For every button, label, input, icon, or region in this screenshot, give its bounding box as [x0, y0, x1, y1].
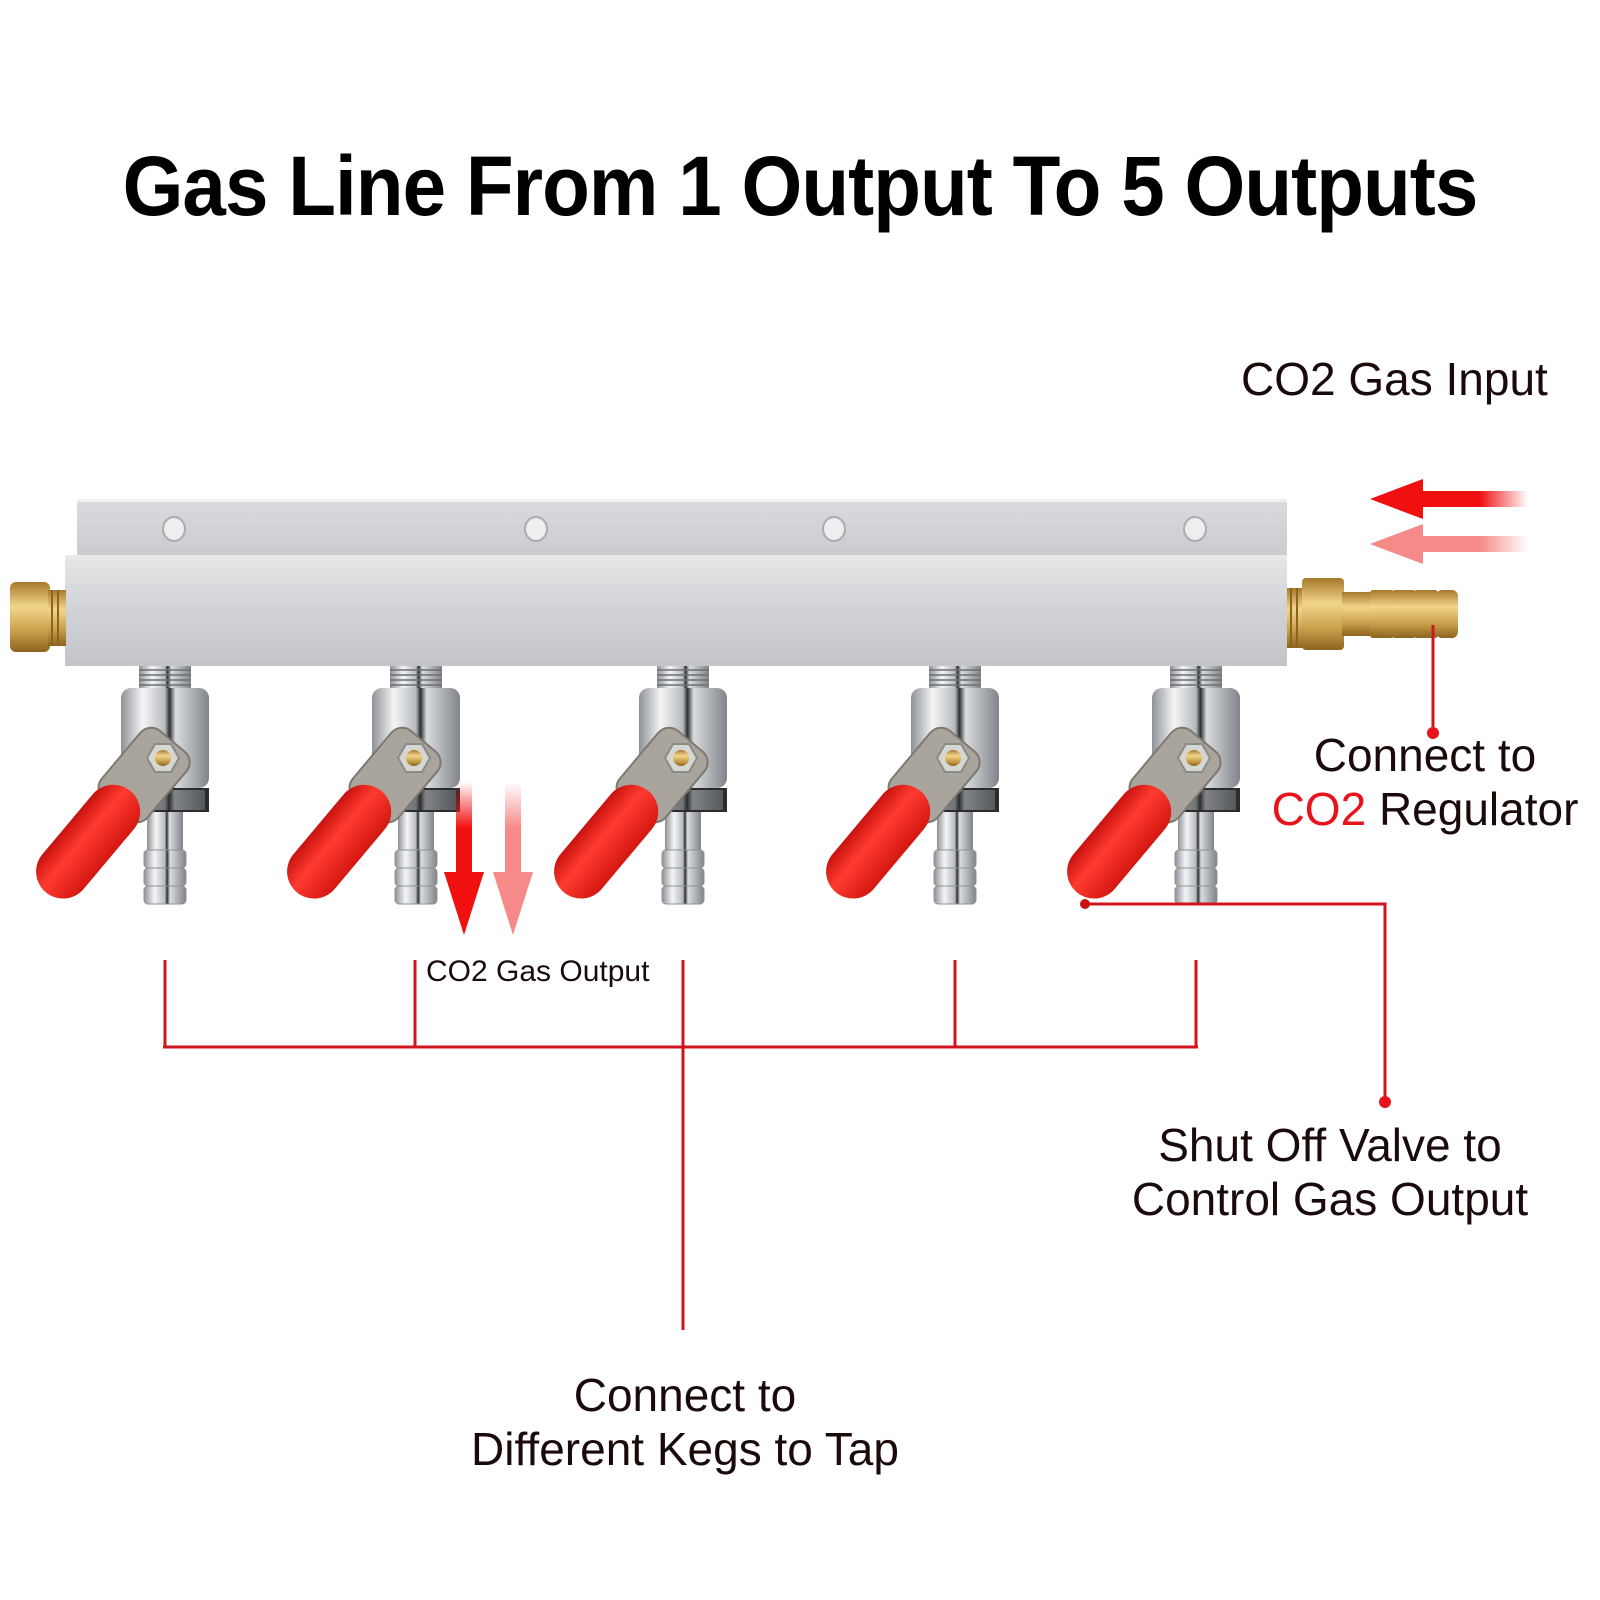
shutoff-valves	[23, 666, 1240, 912]
label-connect-regulator-line1: Connect to	[1313, 729, 1537, 781]
leader-lines	[163, 625, 1435, 1330]
shutoff-valve[interactable]	[1054, 666, 1240, 912]
arrow-left-icon	[1370, 479, 1528, 519]
label-connect-kegs: Connect to Different Kegs to Tap	[440, 1368, 930, 1476]
label-co2-gas-input: CO2 Gas Input	[1241, 353, 1548, 405]
label-kegs-line2: Different Kegs to Tap	[471, 1423, 899, 1475]
brass-stem	[406, 750, 422, 766]
arrow-down-icon	[493, 782, 533, 935]
brass-input-barb	[1287, 578, 1458, 650]
mounting-hole	[1183, 516, 1207, 542]
mounting-hole	[162, 516, 186, 542]
label-connect-regulator: Connect to CO2 Regulator	[1260, 728, 1590, 836]
red-grip[interactable]	[543, 774, 669, 910]
shutoff-valve[interactable]	[541, 666, 727, 912]
red-grip[interactable]	[25, 774, 151, 910]
brass-stem	[945, 750, 961, 766]
shutoff-valve[interactable]	[23, 666, 209, 912]
red-grip[interactable]	[815, 774, 941, 910]
label-shutoff-line2: Control Gas Output	[1131, 1173, 1529, 1225]
leader-dot	[1379, 1096, 1391, 1108]
arrow-down-icon	[444, 782, 484, 935]
red-grip[interactable]	[1056, 774, 1182, 910]
page-title: Gas Line From 1 Output To 5 Outputs	[122, 139, 1479, 233]
label-co2-highlight: CO2	[1271, 783, 1367, 835]
arrow-left-icon	[1370, 524, 1528, 564]
red-grip[interactable]	[276, 774, 402, 910]
label-co2-gas-output: CO2 Gas Output	[426, 955, 650, 988]
leader-dot	[1427, 727, 1439, 739]
mounting-hole	[822, 516, 846, 542]
brass-end-plug	[10, 582, 66, 652]
brass-stem	[673, 750, 689, 766]
mounting-hole	[524, 516, 548, 542]
leader-dot	[1080, 899, 1090, 909]
gas-input-arrows	[1370, 479, 1528, 564]
leader-shutoff	[1085, 902, 1387, 1100]
brass-stem	[155, 750, 171, 766]
shutoff-valve[interactable]	[274, 666, 460, 912]
label-connect-regulator-line2: CO2 Regulator	[1271, 783, 1579, 835]
brass-stem	[1186, 750, 1202, 766]
label-shutoff-valve: Shut Off Valve to Control Gas Output	[1120, 1118, 1540, 1226]
manifold-body	[65, 499, 1287, 666]
manifold-block	[65, 560, 1287, 666]
shutoff-valve[interactable]	[813, 666, 999, 912]
manifold-flange	[77, 499, 1287, 557]
label-shutoff-line1: Shut Off Valve to	[1158, 1119, 1502, 1171]
label-kegs-line1: Connect to	[573, 1369, 797, 1421]
gas-output-arrows	[444, 782, 533, 935]
